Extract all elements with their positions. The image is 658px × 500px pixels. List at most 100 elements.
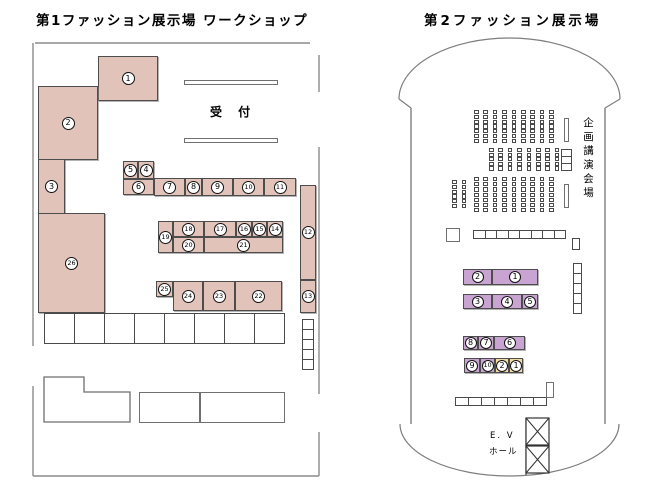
seat-cell [474, 197, 479, 202]
booth-5: 5 [123, 161, 138, 179]
seat-cell [530, 208, 535, 213]
seat-cell [530, 182, 535, 187]
seat-cell [530, 192, 535, 197]
seat-cell [474, 138, 479, 143]
booth-number-circle: 26 [65, 256, 78, 270]
seat-cell [521, 134, 526, 139]
booth-15: 15 [252, 221, 267, 237]
seat-cell [517, 152, 522, 157]
seat-cell [554, 148, 560, 153]
seat-cell [526, 148, 532, 153]
booth-4: 4 [492, 294, 522, 309]
seat-cell [489, 157, 494, 162]
seat-cell [539, 134, 545, 139]
outline-rect [446, 228, 460, 242]
booth-2: 2 [495, 358, 509, 373]
seat-cell [539, 192, 545, 197]
seat-cell [474, 177, 479, 182]
seat-cell [521, 110, 526, 115]
booth-20: 20 [173, 237, 204, 253]
seat-cell [483, 110, 488, 115]
seat-cell [521, 182, 526, 187]
reception-label: 受 付 [210, 105, 257, 119]
seat-cell [507, 148, 513, 153]
booth-number-circle: 3 [45, 180, 58, 193]
seat-cell [536, 166, 541, 171]
hall1-walls [32, 42, 320, 477]
booth-6: 6 [494, 336, 525, 350]
seat-cell [549, 138, 554, 143]
seat-cell [474, 134, 479, 139]
booth-11: 11 [264, 178, 296, 196]
booth-9: 9 [464, 358, 480, 373]
booth-number-circle: 22 [252, 289, 265, 303]
seat-cell [539, 197, 545, 202]
booth-number-circle: 15 [253, 222, 266, 236]
hall2-title: 第2ファッション展示場 [424, 13, 602, 29]
seat-cell [498, 166, 503, 171]
seat-cell [521, 177, 526, 182]
seat-cell [452, 184, 457, 189]
booth-2: 2 [463, 269, 492, 285]
seat-cell [545, 166, 550, 171]
seat-cell [511, 187, 517, 192]
seat-cell [492, 208, 498, 213]
booth-number-circle: 6 [132, 180, 145, 194]
seat-cell [539, 129, 545, 134]
seat-cell [474, 119, 479, 124]
booth-number-circle: 4 [139, 163, 153, 177]
seat-cell [549, 119, 554, 124]
seat-cell [549, 134, 554, 139]
seat-cell [483, 203, 488, 208]
seat-cell [511, 124, 517, 129]
seat-cell [536, 152, 541, 157]
seat-cell [502, 197, 507, 202]
seat-cell [554, 161, 560, 166]
seat-cell [474, 203, 479, 208]
seat-cell [474, 124, 479, 129]
booth-number-circle: 2 [471, 271, 484, 283]
booth-1: 1 [509, 358, 523, 373]
seat-cell [452, 180, 457, 185]
seat-cell [539, 114, 545, 119]
outline-rect [184, 80, 278, 85]
seat-cell [483, 114, 488, 119]
booth-number-circle: 23 [212, 289, 226, 303]
booth-number-circle: 1 [510, 359, 522, 372]
seat-cell [461, 180, 467, 185]
booth-number-circle: 24 [181, 289, 195, 303]
seat-cell [483, 187, 488, 192]
booth-number-circle: 3 [471, 295, 484, 308]
seat-cell [554, 157, 560, 162]
seat-cell [554, 152, 560, 157]
seat-cell [517, 161, 522, 166]
seat-cell [526, 152, 532, 157]
seat-cell [492, 129, 498, 134]
seat-cell [521, 124, 526, 129]
seat-cell [530, 110, 535, 115]
seat-cell [530, 119, 535, 124]
booth-18: 18 [173, 221, 204, 237]
seat-cell [483, 138, 488, 143]
booth-number-circle: 11 [273, 180, 287, 194]
booth-number-circle: 17 [213, 222, 227, 236]
empty-booth-cell [302, 359, 314, 370]
hall1-lshape-outline [43, 376, 131, 423]
lecture-hall-label: 企画講演会場 [582, 117, 594, 201]
booth-4: 4 [138, 161, 154, 179]
hall2-bottom-arc [399, 423, 620, 477]
seat-cell [492, 110, 498, 115]
seat-cell [502, 192, 507, 197]
seat-cell [511, 197, 517, 202]
seat-cell [489, 161, 494, 166]
hall1-title: 第1ファッション展示場 ワークショップ [36, 13, 309, 29]
seat-cell [492, 177, 498, 182]
booth-number-circle: 2 [61, 116, 75, 130]
seat-cell [452, 199, 457, 204]
seat-cell [502, 129, 507, 134]
seat-cell [511, 177, 517, 182]
booth-number-circle: 13 [301, 290, 315, 303]
booth-number-circle: 1 [509, 271, 521, 283]
empty-booth-cell [74, 313, 105, 344]
